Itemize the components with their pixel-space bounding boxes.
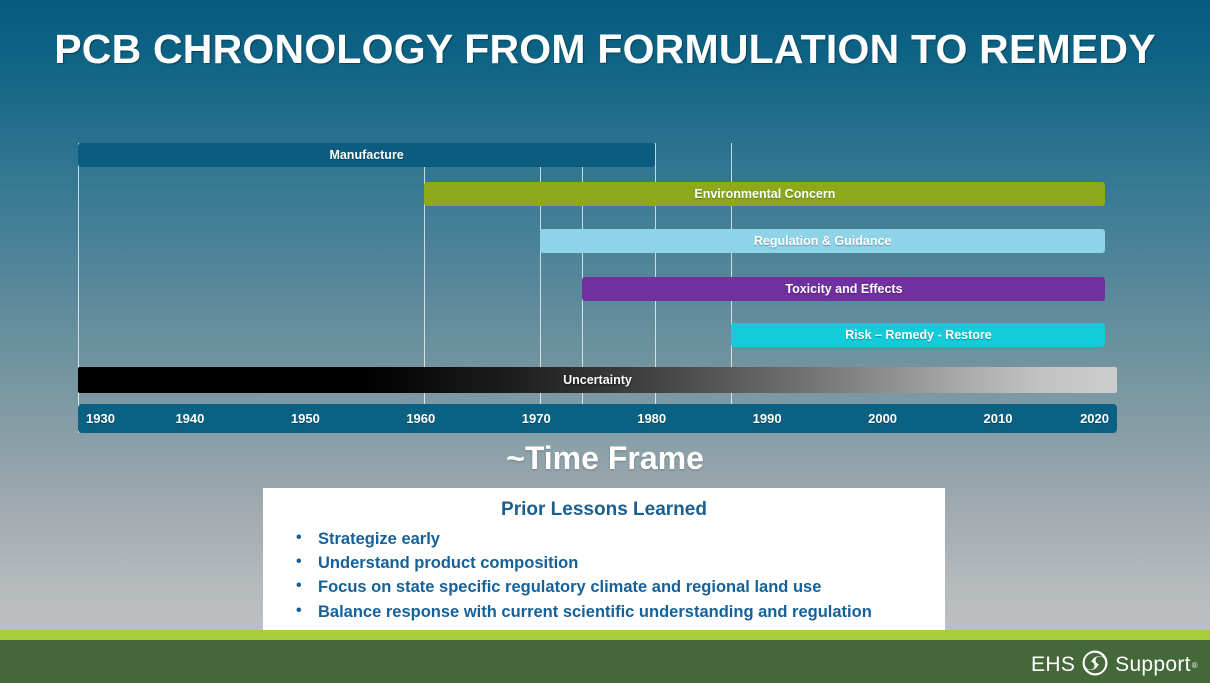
timeframe-caption: ~Time Frame <box>506 440 704 476</box>
bullet-icon: • <box>296 601 302 619</box>
timeline-bar-label: Toxicity and Effects <box>785 282 903 296</box>
axis-tick-label: 1960 <box>406 411 436 426</box>
timeline-bar-label: Risk – Remedy - Restore <box>845 328 992 342</box>
timeline-bar: Environmental Concern <box>424 182 1106 206</box>
lesson-item: • Strategize early <box>293 527 945 551</box>
lesson-item-text: Focus on state specific regulatory clima… <box>318 578 822 597</box>
chart-gridline <box>424 143 426 433</box>
timeline-bar: Toxicity and Effects <box>582 277 1106 301</box>
bullet-icon: • <box>296 529 302 546</box>
axis-tick-label: 2020 <box>1080 411 1109 426</box>
timeline-axis: 1930 1940 1950 1960 1970 1980 1990 2000 2010 2020 <box>78 404 1117 433</box>
timeline-bar-label: Environmental Concern <box>694 187 836 201</box>
logo-text-support: Support <box>1115 653 1191 676</box>
ehs-support-logo: EHS Support ® <box>1031 650 1198 680</box>
timeline-bar-label: Uncertainty <box>563 373 632 387</box>
timeline-bar: Regulation & Guidance <box>539 229 1106 253</box>
timeline-bar: Risk – Remedy - Restore <box>731 323 1106 347</box>
axis-tick-label: 1950 <box>290 411 320 426</box>
chart-gridline <box>78 143 79 433</box>
axis-tick-label: 1990 <box>752 411 782 426</box>
axis-tick-label: 1940 <box>175 411 205 426</box>
timeline-bar: Uncertainty <box>78 367 1117 393</box>
prior-lessons-box: Prior Lessons Learned •Strategize early•… <box>263 488 945 631</box>
lesson-item: • Balance response with current scientifi… <box>293 600 945 624</box>
lesson-item: • Focus on state specific regulatory clim… <box>293 575 945 599</box>
logo-trademark: ® <box>1191 660 1198 670</box>
axis-tick-label: 1930 <box>86 411 115 426</box>
axis-tick-label: 2000 <box>868 411 898 426</box>
lessons-heading: Prior Lessons Learned <box>501 499 707 520</box>
axis-tick-label: 2010 <box>983 411 1013 426</box>
lesson-item: • Understand product composition <box>293 551 945 575</box>
timeline-bar-label: Manufacture <box>329 148 404 162</box>
footer-accent-bar <box>0 630 1210 640</box>
lesson-item-text: Understand product composition <box>318 554 579 573</box>
bullet-icon: • <box>296 553 302 571</box>
chart-gridline <box>539 143 541 433</box>
lesson-item-text: Strategize early <box>318 530 440 548</box>
lesson-item-text: Balance response with current scientific… <box>318 602 872 621</box>
page-title: PCB CHRONOLOGY FROM FORMULATION TO REMED… <box>54 26 1156 72</box>
timeline-bar: Manufacture <box>78 143 656 167</box>
axis-tick-label: 1980 <box>637 411 667 426</box>
swirl-icon <box>1082 650 1108 680</box>
timeline-bar-label: Regulation & Guidance <box>753 234 892 248</box>
logo-text-ehs: EHS <box>1031 653 1076 676</box>
bullet-icon: • <box>296 577 302 595</box>
lessons-list: • Strategize early • Understand product com… <box>263 527 945 624</box>
footer-bar: EHS Support ® <box>0 640 1210 683</box>
axis-tick-label: 1970 <box>521 411 551 426</box>
